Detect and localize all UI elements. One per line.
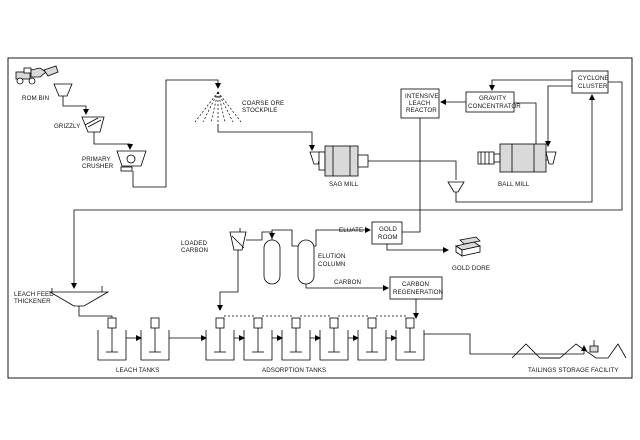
gold-dore-icon xyxy=(454,236,482,257)
intensive-label-1: INTENSIVE xyxy=(405,93,439,100)
agitator-motor xyxy=(367,317,377,329)
coarse-ore-stockpile xyxy=(194,91,242,123)
agitator-motor xyxy=(291,317,301,329)
carbon-regen-label-2: REGENERATION xyxy=(393,289,443,296)
tailings-label: TAILINGS STORAGE FACILITY xyxy=(528,367,619,374)
leach-feed-label-2: THICKENER xyxy=(14,298,51,305)
carbon-transfer xyxy=(261,315,293,320)
loader-truck-icon xyxy=(15,65,59,85)
gravity-label-1: GRAVITY xyxy=(479,95,506,102)
leach-tanks-label: LEACH TANKS xyxy=(116,367,160,374)
carbon-label: CARBON xyxy=(334,279,361,286)
intensive-leach-reactor xyxy=(400,88,440,119)
rom-bin xyxy=(53,83,73,97)
primary-crusher-label-2: CRUSHER xyxy=(82,163,114,170)
carbon-transfer xyxy=(337,315,369,320)
cyclone-label-1: CYCLONE xyxy=(578,75,609,82)
tailings-storage-facility xyxy=(511,340,627,359)
carbon-transfer xyxy=(223,315,255,320)
agitator-motor xyxy=(150,317,160,329)
loaded-carbon-label-2: CARBON xyxy=(181,247,208,254)
intensive-label-3: REACTOR xyxy=(406,107,437,114)
carbon-transfer xyxy=(299,315,331,320)
sag-mill-label: SAG MILL xyxy=(329,181,359,188)
elution-label-2: COLUMN xyxy=(318,261,345,268)
grizzly xyxy=(81,116,105,133)
diagram-frame xyxy=(7,57,633,379)
leach-feed-thickener xyxy=(48,291,110,307)
gold-room-label-2: ROOM xyxy=(378,234,398,241)
adsorption-tank xyxy=(243,317,273,361)
leach-tank xyxy=(140,317,170,361)
mill-discharge-hopper xyxy=(447,181,465,193)
agitator-motor xyxy=(215,317,225,329)
loaded-carbon-label-1: LOADED xyxy=(181,240,207,247)
adsorption-tank xyxy=(319,317,349,361)
agitator-motor xyxy=(253,317,263,329)
loaded-carbon-screen xyxy=(229,231,247,251)
gravity-label-2: CONCENTRATOR xyxy=(468,103,521,110)
carbon-regen-label-1: CARBON xyxy=(402,281,429,288)
elution-column-1 xyxy=(263,239,281,285)
agitator-motor xyxy=(329,317,339,329)
elution-column-2 xyxy=(297,239,315,285)
grizzly-label: GRIZZLY xyxy=(54,123,80,130)
coarse-ore-label-2: STOCKPILE xyxy=(242,107,278,114)
sag-mill xyxy=(309,145,369,177)
gold-dore-label: GOLD DORE xyxy=(452,265,490,272)
adsorption-tanks-label: ADSORPTION TANKS xyxy=(262,367,326,374)
intensive-label-2: LEACH xyxy=(409,100,430,107)
leach-tank xyxy=(97,317,127,361)
adsorption-tank xyxy=(395,317,425,361)
coarse-ore-label-1: COARSE ORE xyxy=(242,100,284,107)
adsorption-tank xyxy=(205,317,235,361)
cyclone-label-2: CLUSTER xyxy=(578,83,608,90)
elution-label-1: ELUTION xyxy=(318,253,346,260)
ball-mill xyxy=(477,143,557,173)
agitator-motor xyxy=(405,317,415,329)
rom-bin-label: ROM BIN xyxy=(22,95,49,102)
eluate-label: ELUATE xyxy=(339,227,363,234)
primary-crusher xyxy=(116,150,147,172)
adsorption-tank xyxy=(357,317,387,361)
tank-train xyxy=(97,315,425,361)
ball-mill-label: BALL MILL xyxy=(498,181,530,188)
gold-room-label-1: GOLD xyxy=(379,226,397,233)
adsorption-tank xyxy=(281,317,311,361)
leach-feed-label-1: LEACH FEED xyxy=(14,291,54,298)
primary-crusher-label-1: PRIMARY xyxy=(82,156,111,163)
agitator-motor xyxy=(107,317,117,329)
carbon-transfer xyxy=(375,315,407,320)
